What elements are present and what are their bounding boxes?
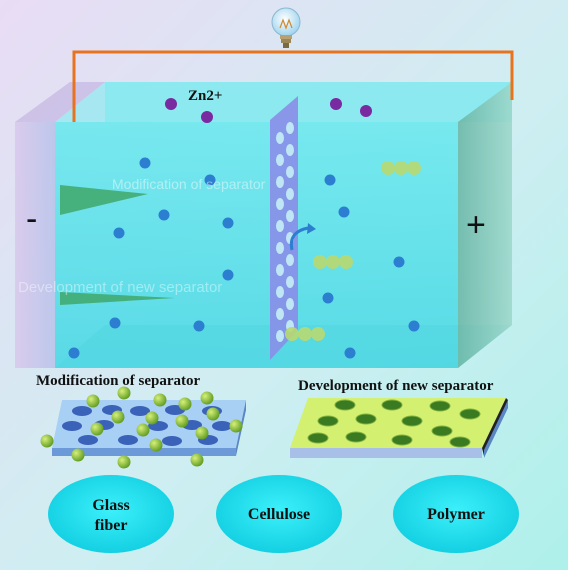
negative-electrode-front	[15, 122, 55, 368]
development-section-title: Development of new separator	[298, 378, 494, 394]
blue-ions	[68, 157, 420, 359]
zn-ion	[360, 105, 372, 117]
blue-ion	[344, 347, 356, 359]
separator-membrane	[270, 96, 298, 360]
external-wire	[72, 50, 514, 122]
watermark-development: Development of new separator	[18, 279, 223, 296]
oval-polymer	[393, 475, 519, 553]
blue-ion	[158, 209, 170, 221]
separator-type-polymer: Polymer	[427, 506, 485, 523]
blue-ion	[322, 292, 334, 304]
blue-ion	[113, 227, 125, 239]
blue-ion	[408, 320, 420, 332]
blue-ion	[193, 320, 205, 332]
blue-ion	[68, 347, 80, 359]
blue-ion	[324, 174, 336, 186]
electrolyte	[55, 122, 458, 368]
green-particles	[285, 161, 421, 341]
zinc-ions	[165, 98, 372, 123]
blue-ion	[109, 317, 121, 329]
oval-glass-fiber	[48, 475, 174, 553]
blue-ion	[139, 157, 151, 169]
blue-ion	[393, 256, 405, 268]
positive-terminal-sign: +	[466, 206, 486, 244]
modified-separator-illustration	[40, 386, 246, 469]
blue-ion	[338, 206, 350, 218]
electrolyte-bottom	[55, 325, 512, 368]
blue-ion	[222, 217, 234, 229]
dendrite-upper	[60, 185, 148, 215]
oval-cellulose	[216, 475, 342, 553]
zn-ion-label: Zn2+	[188, 88, 223, 104]
watermark-modification: Modification of separator	[112, 176, 266, 192]
positive-electrode-side	[458, 82, 512, 368]
zn-ion	[201, 111, 213, 123]
negative-electrode-top	[15, 82, 105, 122]
zn-ion	[165, 98, 177, 110]
new-separator-illustration	[290, 398, 508, 458]
light-bulb-icon	[271, 7, 301, 48]
ion-transport-arrowhead	[307, 223, 316, 234]
blue-ion	[204, 174, 216, 186]
cell-top-face	[55, 82, 512, 122]
modification-section-title: Modification of separator	[36, 373, 201, 389]
new-separator-top	[290, 398, 506, 448]
negative-terminal-sign: -	[26, 200, 38, 238]
blue-ion	[222, 269, 234, 281]
zn-ion	[330, 98, 342, 110]
dendrite-lower	[60, 292, 175, 305]
ion-transport-arrow	[289, 226, 309, 251]
separator-type-cellulose: Cellulose	[247, 506, 311, 523]
separator-type-glass-fiber: Glass fiber	[92, 497, 130, 534]
